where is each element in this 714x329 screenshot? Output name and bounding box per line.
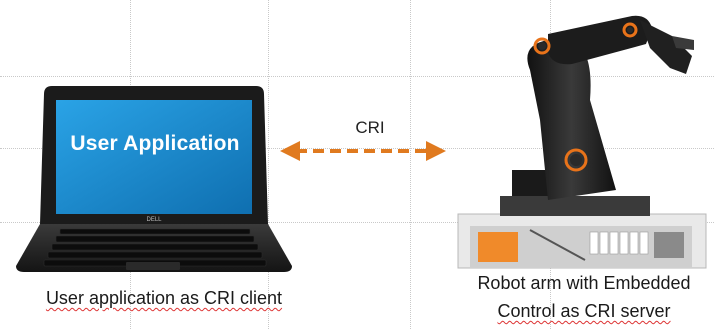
brand-logo: DELL [146, 217, 162, 223]
grid-line [410, 0, 411, 329]
grid-line [0, 148, 714, 149]
client-caption-text: User application as CRI client [45, 288, 283, 308]
screen-title-text: User Application [70, 132, 240, 155]
grid-line [268, 0, 269, 329]
server-caption-text-2: Control as CRI server [497, 301, 671, 321]
server-caption-line2: Control as CRI server [458, 301, 710, 322]
client-caption: User application as CRI client [14, 288, 314, 309]
bidirectional-arrow [280, 141, 446, 161]
server-caption-text-1: Robot arm with Embedded [477, 273, 691, 293]
screen-title: User Application [60, 132, 250, 156]
grid-line [0, 76, 714, 77]
grid-line [0, 222, 714, 223]
server-caption-line1: Robot arm with Embedded [458, 273, 710, 294]
connection-label: CRI [355, 118, 385, 137]
